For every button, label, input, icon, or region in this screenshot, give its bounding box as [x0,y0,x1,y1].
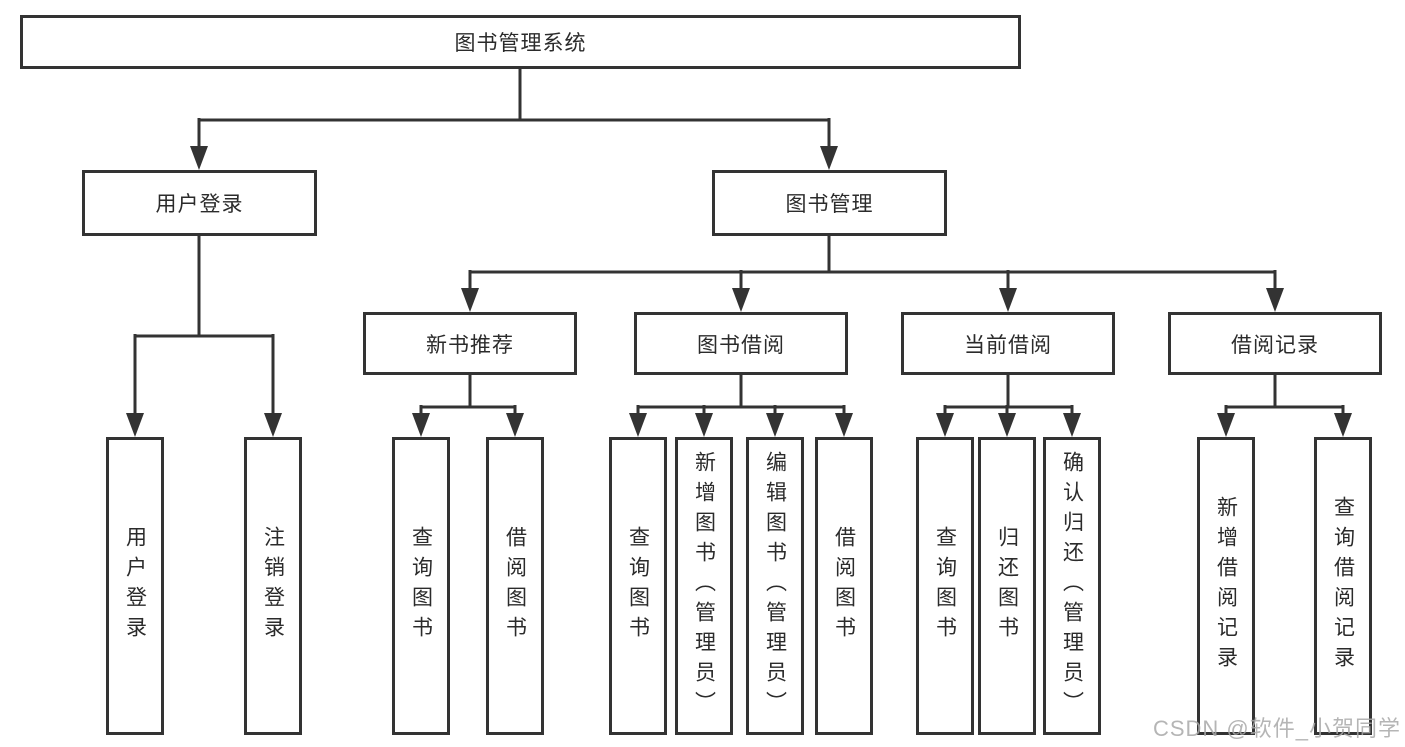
node-book-management: 图书管理 [712,170,947,236]
node-root: 图书管理系统 [20,15,1021,69]
leaf-return-books: 归还图书 [978,437,1036,735]
leaf-add-books-admin: 新增图书（管理员） [675,437,733,735]
node-new-book-recommend: 新书推荐 [363,312,577,375]
node-borrow-records: 借阅记录 [1168,312,1382,375]
node-user-login: 用户登录 [82,170,317,236]
arrowheads [126,146,1352,437]
leaf-edit-books-admin: 编辑图书（管理员） [746,437,804,735]
leaf-query-books-borrow: 查询图书 [609,437,667,735]
leaf-add-borrow-record: 新增借阅记录 [1197,437,1255,735]
node-book-borrow-label: 图书借阅 [697,333,785,357]
node-borrow-records-label: 借阅记录 [1231,333,1319,357]
leaf-query-books-newbook: 查询图书 [392,437,450,735]
node-root-label: 图书管理系统 [454,32,587,55]
node-current-borrow: 当前借阅 [901,312,1115,375]
leaf-borrow-books-newbook: 借阅图书 [486,437,544,735]
leaf-confirm-return-admin: 确认归还（管理员） [1043,437,1101,735]
node-current-borrow-label: 当前借阅 [964,333,1052,357]
leaf-borrow-books: 借阅图书 [815,437,873,735]
node-user-login-label: 用户登录 [155,193,244,216]
leaf-query-books-current: 查询图书 [916,437,974,735]
leaf-user-login: 用户登录 [106,437,164,735]
leaf-logout: 注销登录 [244,437,302,735]
node-book-management-label: 图书管理 [785,193,874,216]
node-new-book-recommend-label: 新书推荐 [426,333,514,357]
leaf-query-borrow-record: 查询借阅记录 [1314,437,1372,735]
node-book-borrow: 图书借阅 [634,312,848,375]
